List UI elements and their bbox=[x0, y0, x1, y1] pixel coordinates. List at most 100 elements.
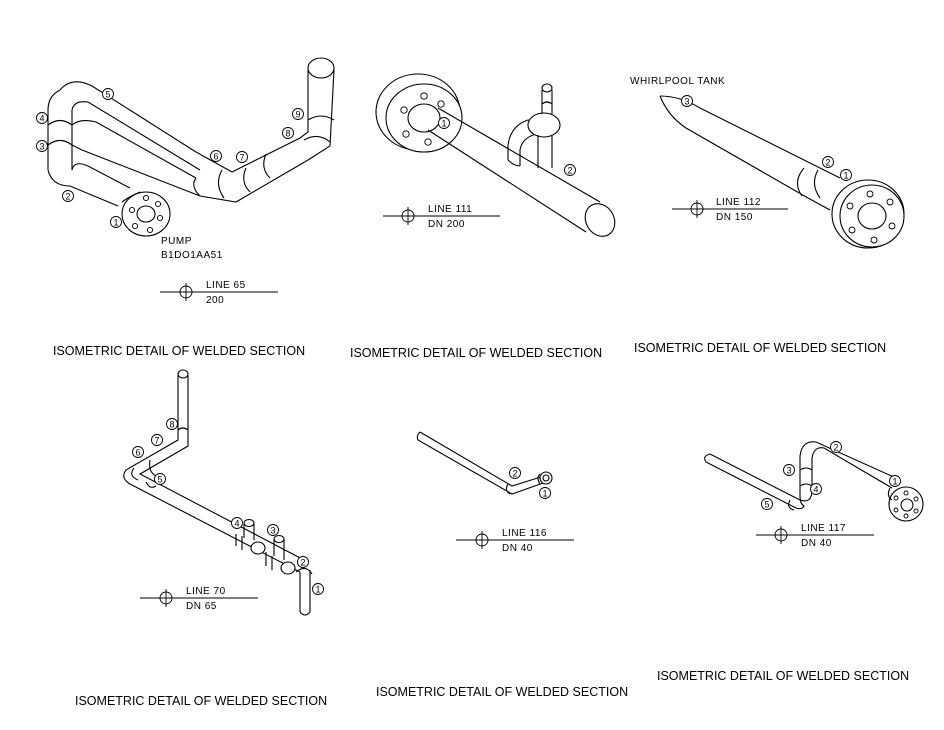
line-number-label: LINE 65 bbox=[206, 280, 246, 291]
pump-bore bbox=[136, 205, 156, 223]
weld-point-marker bbox=[231, 517, 243, 529]
weld-point-number: 2 bbox=[567, 166, 572, 176]
weld-point-marker bbox=[681, 95, 693, 107]
pipe-size-label: DN 65 bbox=[186, 601, 217, 612]
pipe-weld bbox=[243, 167, 251, 193]
flange-bore bbox=[900, 498, 914, 512]
weld-point-markers: 123 bbox=[681, 95, 852, 181]
pipe-weld bbox=[307, 115, 335, 121]
pipe-run bbox=[47, 169, 119, 207]
weld-point-marker bbox=[236, 151, 248, 163]
pipe-weld bbox=[796, 167, 805, 197]
weld-point-marker bbox=[438, 117, 450, 129]
pipe-weld bbox=[537, 473, 541, 485]
equipment-tag: B1DO1AA51 bbox=[161, 250, 223, 261]
flange-bore bbox=[542, 474, 550, 482]
weld-point-marker bbox=[110, 216, 122, 228]
branch-fitting bbox=[527, 112, 561, 138]
weld-point-marker bbox=[783, 464, 795, 476]
pipe-weld bbox=[813, 169, 821, 199]
pipe-weld bbox=[47, 119, 73, 126]
pipe-weld bbox=[47, 139, 73, 146]
pipe-run bbox=[307, 69, 335, 161]
line-number-label: LINE 117 bbox=[801, 523, 846, 534]
pipe-weld bbox=[505, 483, 511, 495]
fitting bbox=[250, 541, 266, 555]
weld-point-number: 2 bbox=[825, 158, 830, 168]
branch-pipe bbox=[243, 524, 255, 540]
pipe-weld bbox=[177, 427, 189, 431]
pipe-run bbox=[427, 129, 587, 233]
weld-point-number: 3 bbox=[39, 142, 44, 152]
pipe-end bbox=[273, 534, 285, 544]
pipe-weld bbox=[303, 135, 331, 143]
line-tag: LINE 116 DN 40 bbox=[456, 528, 574, 554]
weld-point-markers: 12 bbox=[438, 117, 576, 176]
weld-point-markers: 12 bbox=[509, 467, 551, 499]
tank-nozzle bbox=[659, 95, 809, 199]
weld-point-number: 7 bbox=[239, 153, 244, 163]
pipe-weld bbox=[788, 499, 795, 511]
pipe-run bbox=[71, 101, 201, 171]
weld-point-number: 4 bbox=[39, 114, 44, 124]
pipe-run bbox=[416, 431, 547, 495]
weld-point-marker bbox=[564, 164, 576, 176]
weld-point-number: 1 bbox=[843, 171, 848, 181]
weld-point-marker bbox=[267, 524, 279, 536]
pipe-size-label: DN 40 bbox=[801, 538, 832, 549]
pipe-run bbox=[121, 191, 141, 203]
pipe-size-label: DN 150 bbox=[716, 212, 753, 223]
weld-point-marker bbox=[889, 475, 901, 487]
section-caption: ISOMETRIC DETAIL OF WELDED SECTION bbox=[634, 341, 886, 355]
weld-point-marker bbox=[151, 434, 163, 446]
pipe-weld bbox=[799, 467, 813, 471]
pipe-run bbox=[71, 163, 131, 189]
line-number-label: LINE 116 bbox=[502, 528, 547, 539]
pipe-run bbox=[59, 81, 197, 153]
pipe-weld bbox=[131, 467, 139, 481]
pipe-weld bbox=[217, 169, 225, 199]
fitting bbox=[280, 561, 296, 575]
pipe-run bbox=[123, 375, 301, 573]
section-caption: ISOMETRIC DETAIL OF WELDED SECTION bbox=[376, 685, 628, 699]
equipment-name: WHIRLPOOL TANK bbox=[630, 76, 725, 87]
pipe-run bbox=[71, 144, 201, 197]
isometric-line-117 bbox=[704, 441, 924, 522]
isometric-line-116 bbox=[416, 431, 553, 495]
pipe-size-label: DN 200 bbox=[428, 219, 465, 230]
pipe-run bbox=[709, 447, 893, 502]
branch-pipe bbox=[507, 119, 540, 160]
weld-point-number: 6 bbox=[135, 448, 140, 458]
line-number-label: LINE 70 bbox=[186, 586, 226, 597]
weld-point-number: 2 bbox=[300, 558, 305, 568]
valve-body bbox=[235, 534, 243, 550]
pipe-end bbox=[541, 83, 553, 93]
valve-body bbox=[265, 552, 273, 570]
weld-point-marker bbox=[509, 467, 521, 479]
weld-point-number: 4 bbox=[813, 485, 818, 495]
pipe-run bbox=[705, 441, 897, 510]
weld-point-number: 2 bbox=[512, 469, 517, 479]
pipe-weld bbox=[193, 177, 201, 197]
pipe-run bbox=[199, 159, 309, 203]
isometric-line-70 bbox=[123, 369, 313, 616]
branch-pipe bbox=[519, 133, 537, 166]
pipe-run bbox=[195, 137, 301, 173]
section-caption: ISOMETRIC DETAIL OF WELDED SECTION bbox=[75, 694, 327, 708]
section-caption: ISOMETRIC DETAIL OF WELDED SECTION bbox=[350, 346, 602, 360]
weld-point-marker bbox=[810, 483, 822, 495]
pipe-weld bbox=[541, 101, 553, 105]
pipe-end bbox=[177, 369, 189, 379]
isometric-line-112: WHIRLPOOL TANK bbox=[630, 76, 905, 249]
section-caption: ISOMETRIC DETAIL OF WELDED SECTION bbox=[657, 669, 909, 683]
branch-pipe bbox=[273, 540, 285, 560]
pipe-end bbox=[307, 57, 335, 79]
line-tag: LINE 117 DN 40 bbox=[756, 523, 874, 549]
pipe-size-label: DN 40 bbox=[502, 543, 533, 554]
weld-point-marker bbox=[822, 156, 834, 168]
pipe-run bbox=[807, 197, 831, 211]
weld-point-number: 2 bbox=[65, 192, 70, 202]
weld-point-number: 1 bbox=[113, 218, 118, 228]
